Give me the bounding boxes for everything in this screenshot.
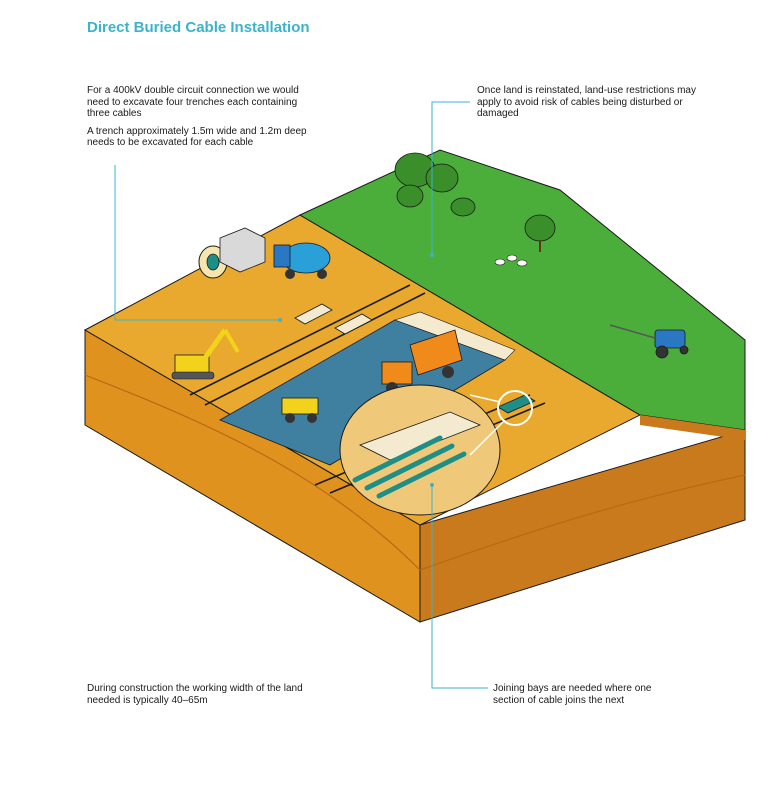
- leader-dot: [430, 253, 434, 257]
- leader-dot: [278, 318, 282, 322]
- diagram-title: Direct Buried Cable Installation: [87, 19, 310, 36]
- excavator-icon: [171, 328, 240, 380]
- joining-bays-note: Joining bays are needed where one sectio…: [493, 683, 683, 706]
- tree-icon: [524, 214, 556, 242]
- leader-dot: [430, 483, 434, 487]
- trench-size-text: A trench approximately 1.5m wide and 1.2…: [87, 125, 307, 149]
- trees: [394, 152, 556, 252]
- working-width-text: During construction the working width of…: [87, 683, 303, 706]
- grass-edge-front: [640, 415, 745, 440]
- leader-line-trenches: [114, 165, 280, 321]
- land-use-note: Once land is reinstated, land-use restri…: [477, 85, 697, 120]
- leader-line-land-use: [431, 101, 470, 255]
- sheep: [494, 254, 528, 267]
- trench-line-2: [204, 292, 426, 406]
- dumper-icon: [281, 397, 319, 423]
- tipper-truck-icon: [381, 329, 463, 394]
- sheep-icon: [516, 259, 528, 267]
- tree-icon: [450, 197, 476, 217]
- trench-line-1: [189, 284, 411, 396]
- tractor-icon: [609, 324, 689, 359]
- soil-side-face: [419, 429, 746, 623]
- leader-line-joining-bays: [431, 485, 488, 689]
- soil-strata: [84, 374, 746, 571]
- sheep-icon: [506, 254, 518, 262]
- tree-icon: [396, 184, 424, 208]
- leader-lines: [114, 101, 488, 689]
- trench-count-text: For a 400kV double circuit connection we…: [87, 85, 299, 119]
- working-width-note: During construction the working width of…: [87, 683, 322, 706]
- joining-bay: [294, 303, 333, 325]
- cement-mixer-icon: [273, 242, 331, 279]
- joining-bay-magnifier: [339, 384, 533, 516]
- sheep-icon: [494, 258, 506, 266]
- land-use-text: Once land is reinstated, land-use restri…: [477, 85, 696, 119]
- cable-joints: [352, 435, 467, 499]
- joining-bays-top: [294, 303, 536, 414]
- joining-bay: [334, 313, 373, 335]
- tree-icon: [425, 163, 459, 193]
- trench-note: For a 400kV double circuit connection we…: [87, 85, 322, 149]
- joining-bays-text: Joining bays are needed where one sectio…: [493, 683, 652, 706]
- site-cabin-icon: [219, 227, 266, 273]
- joining-bay: [497, 394, 536, 414]
